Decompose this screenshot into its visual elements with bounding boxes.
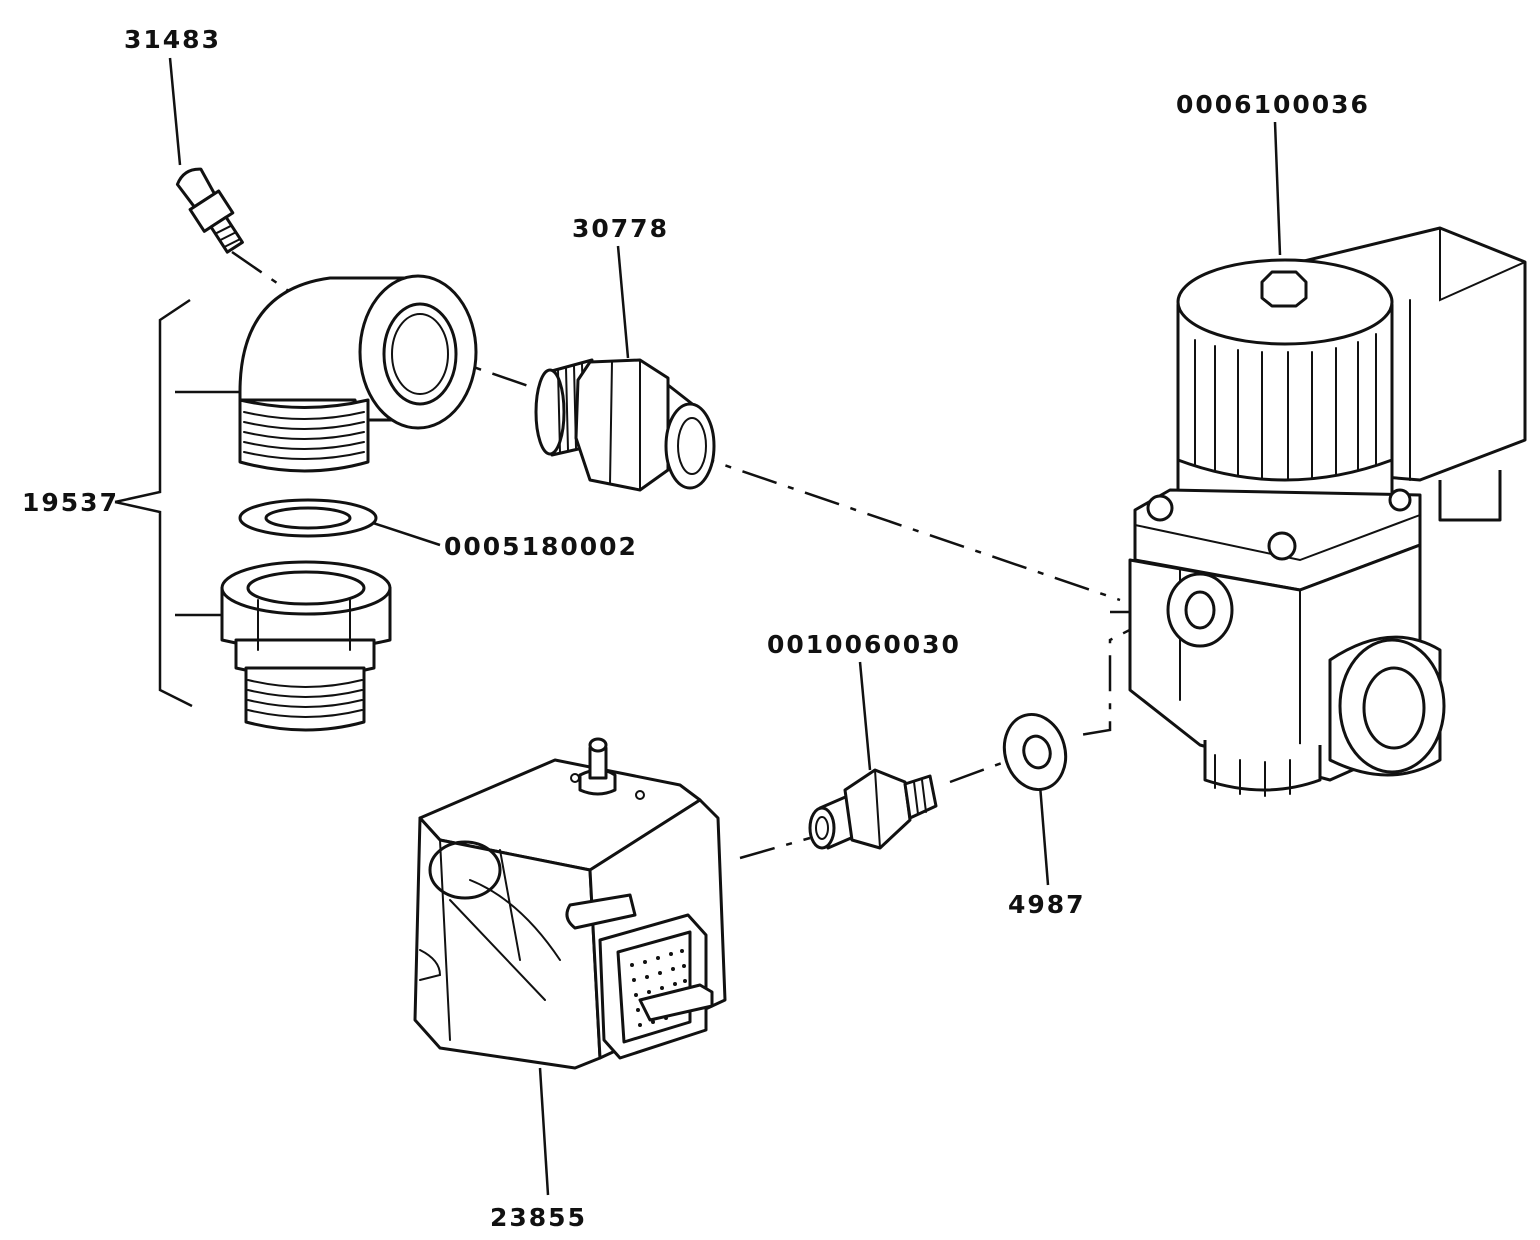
part-19537-union: [220, 560, 392, 732]
part-0005180002-gasket: [238, 498, 378, 538]
part-label-30778: 30778: [572, 214, 669, 243]
part-0010060030-nipple: [808, 768, 938, 850]
part-4987-washer: [1002, 712, 1068, 792]
part-label-23855: 23855: [490, 1203, 587, 1232]
part-label-0005180002: 0005180002: [444, 532, 638, 561]
part-label-0006100036: 0006100036: [1176, 90, 1370, 119]
part-19537-elbow: [238, 274, 478, 473]
part-label-0010060030: 0010060030: [767, 630, 961, 659]
part-23855-pump: [413, 737, 727, 1070]
part-0006100036-solenoid-valve: [1128, 226, 1527, 797]
part-30778-nipple: [534, 358, 716, 492]
part-31483-nozzle: [175, 167, 244, 254]
part-label-31483: 31483: [124, 25, 221, 54]
part-label-4987: 4987: [1008, 890, 1086, 919]
part-label-19537: 19537: [22, 488, 119, 517]
leader-lines: [114, 57, 1282, 1196]
